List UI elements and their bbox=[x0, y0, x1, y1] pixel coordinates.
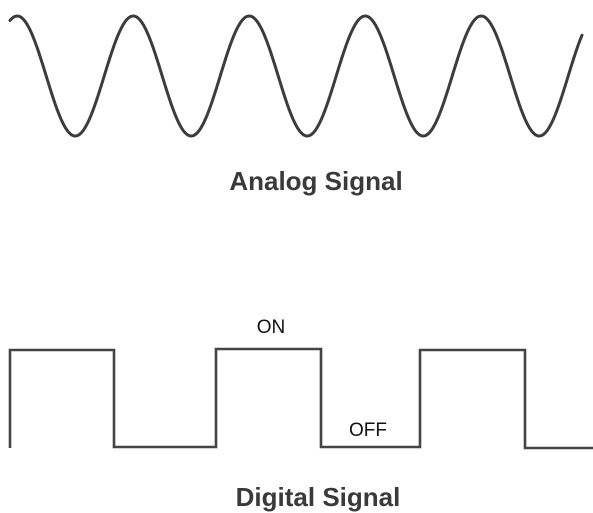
digital-square-wave bbox=[8, 347, 593, 450]
analog-sine-wave bbox=[8, 14, 584, 138]
analog-signal-caption: Analog Signal bbox=[229, 166, 402, 196]
on-state-label: ON bbox=[257, 317, 286, 338]
off-state-label: OFF bbox=[349, 420, 387, 441]
digital-signal-caption: Digital Signal bbox=[236, 482, 401, 512]
